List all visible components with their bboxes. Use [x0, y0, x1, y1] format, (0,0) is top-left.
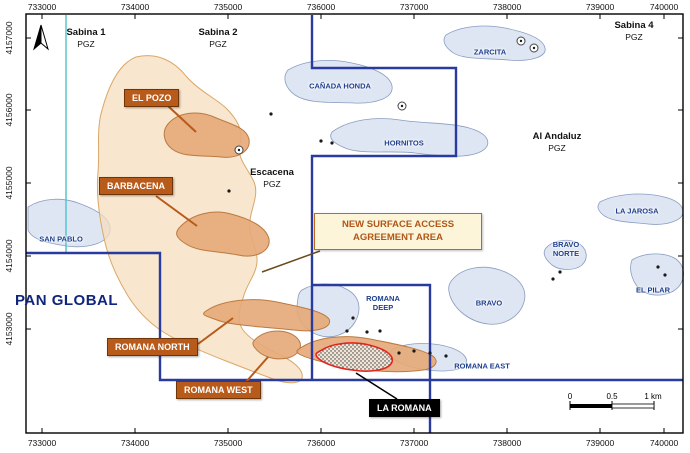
scale-label-zero: 0 — [567, 392, 573, 401]
callout-la-romana: LA ROMANA — [369, 399, 440, 417]
scale-label-half: 0.5 — [606, 392, 618, 401]
agreement-line1: NEW SURFACE ACCESS — [341, 219, 455, 230]
license-label-al-andaluz: Al Andaluz PGZ — [533, 131, 582, 154]
y-axis-label: 4157000 — [4, 21, 14, 55]
callout-romana-north: ROMANA NORTH — [107, 338, 198, 356]
callout-romana-west: ROMANA WEST — [176, 381, 261, 399]
license-name: Al Andaluz — [532, 131, 582, 142]
romana-west-deposit — [252, 330, 301, 360]
romana-deep-license-boundary — [310, 283, 432, 433]
x-axis-label: 736000 — [306, 438, 336, 448]
company-name: PAN GLOBAL — [15, 292, 119, 309]
el-pozo-leader-line — [167, 105, 197, 133]
license-label-sabina2: Sabina 2 PGZ — [198, 27, 237, 50]
x-axis-label: 737000 — [399, 2, 429, 12]
x-axis-label: 734000 — [120, 438, 150, 448]
x-axis-label: 737000 — [399, 438, 429, 448]
x-axis-label: 733000 — [27, 438, 57, 448]
prospect-label-el-pilar: EL PILAR — [635, 285, 671, 295]
hornitos-area — [330, 118, 489, 157]
prospect-label-san-pablo: SAN PABLO — [39, 234, 83, 244]
license-zone: PGZ — [77, 39, 95, 50]
drill-collar-markers — [234, 36, 539, 155]
license-label-escacena: Escacena PGZ — [250, 167, 294, 190]
bravo-norte-area — [543, 239, 587, 270]
x-axis-label: 733000 — [27, 2, 57, 12]
barbacena-leader-line — [155, 195, 198, 227]
agreement-line2: AGREEMENT AREA — [353, 232, 443, 244]
la-romana-resource-outline — [315, 342, 394, 372]
license-name: Sabina 4 — [614, 20, 654, 31]
scale-bar — [569, 401, 655, 410]
romana-west-leader-line — [245, 356, 269, 383]
scale-label-one: 1 km — [644, 392, 662, 401]
bravo-area — [448, 266, 526, 325]
la-romana-leader-line — [355, 372, 398, 400]
x-axis-label: 735000 — [213, 2, 243, 12]
escacena-license-boundary — [310, 15, 458, 285]
x-axis-label: 734000 — [120, 2, 150, 12]
license-zone: PGZ — [548, 143, 566, 154]
canada-honda-area — [284, 59, 393, 104]
prospect-label-la-jarosa: LA JAROSA — [615, 206, 659, 216]
prospect-label-canada-honda: CAÑADA HONDA — [309, 81, 371, 91]
prospect-label-romana-east: ROMANA EAST — [454, 361, 510, 371]
y-axis-label: 4153000 — [4, 312, 14, 346]
license-zone: PGZ — [625, 32, 643, 43]
agreement-area-label: NEW SURFACE ACCESS AGREEMENT AREA — [314, 213, 482, 250]
callout-el-pozo: EL POZO — [124, 89, 180, 107]
agreement-leader-line — [261, 250, 321, 273]
north-arrow-icon — [33, 24, 49, 51]
license-name: Escacena — [250, 167, 294, 178]
prospect-label-romana-deep: ROMANA DEEP — [366, 294, 400, 312]
el-pilar-area — [630, 253, 684, 296]
license-zone: PGZ — [263, 179, 281, 190]
callout-barbacena: BARBACENA — [99, 177, 173, 195]
license-zone: PGZ — [209, 39, 227, 50]
x-axis-label: 740000 — [649, 2, 679, 12]
prospect-label-zarcita: ZARCITA — [473, 47, 507, 57]
license-label-sabina1: Sabina 1 PGZ — [66, 27, 105, 50]
y-axis-label: 4155000 — [4, 166, 14, 200]
el-pozo-deposit — [163, 112, 250, 158]
x-axis-label: 739000 — [585, 2, 615, 12]
y-axis-label: 4156000 — [4, 93, 14, 127]
x-axis-label: 735000 — [213, 438, 243, 448]
map-frame — [25, 13, 684, 434]
prospect-label-bravo-norte: BRAVO NORTE — [552, 240, 580, 258]
x-axis-label: 739000 — [585, 438, 615, 448]
romana-north-leader-line — [197, 317, 234, 345]
license-label-sabina4: Sabina 4 PGZ — [614, 20, 653, 43]
pan-global-license-boundary — [26, 251, 683, 382]
prospect-label-hornitos: HORNITOS — [384, 138, 424, 148]
x-axis-label: 738000 — [492, 2, 522, 12]
drillhole-dots — [227, 112, 667, 358]
prospect-label-bravo: BRAVO — [475, 298, 503, 308]
license-name: Sabina 2 — [198, 27, 238, 38]
la-jarosa-area — [597, 193, 684, 225]
grid-ticks — [26, 14, 683, 433]
zarcita-area — [443, 25, 546, 61]
license-name: Sabina 1 — [66, 27, 106, 38]
y-axis-label: 4154000 — [4, 239, 14, 273]
romana-north-deposit — [203, 299, 331, 332]
x-axis-label: 740000 — [649, 438, 679, 448]
x-axis-label: 738000 — [492, 438, 522, 448]
x-axis-label: 736000 — [306, 2, 336, 12]
barbacena-deposit — [176, 211, 270, 257]
